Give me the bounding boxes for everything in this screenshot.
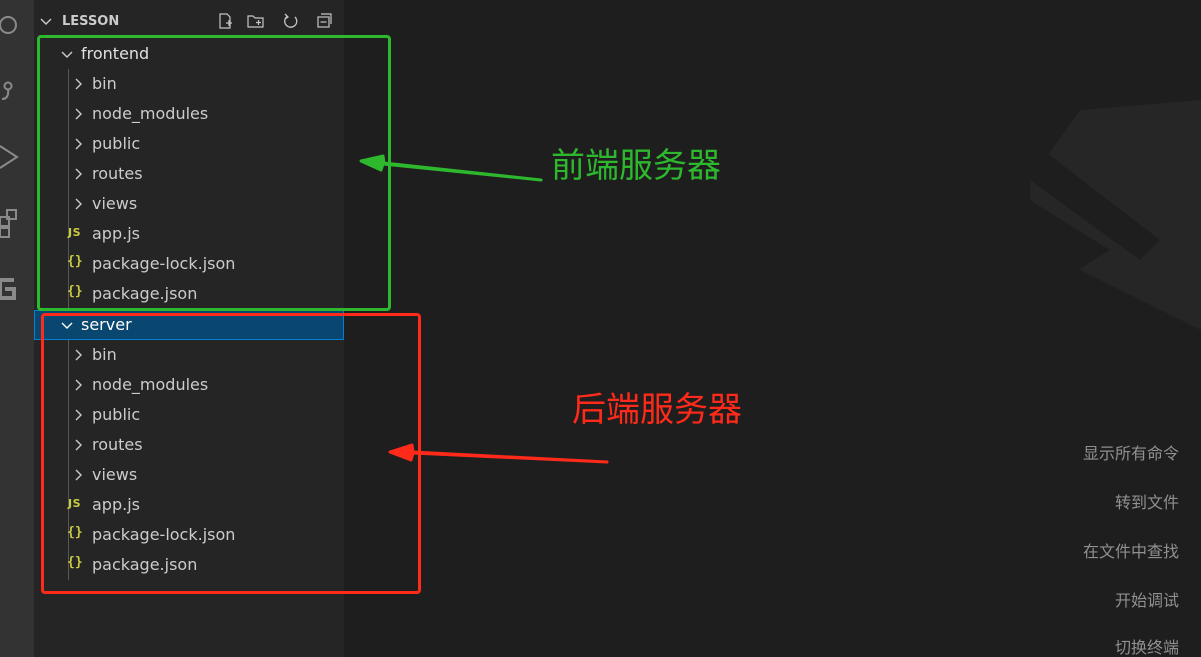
tree-item-label: package.json <box>92 284 198 303</box>
tree-item-label: node_modules <box>92 104 209 123</box>
tree-row-app-js[interactable]: JS app.js <box>34 219 344 249</box>
tree-item-label: bin <box>92 74 117 93</box>
tree-row-views[interactable]: views <box>34 189 344 219</box>
tree-item-label: bin <box>92 345 117 364</box>
tree-item-label: views <box>92 194 138 213</box>
javascript-file-icon: JS <box>68 497 82 510</box>
chevron-down-icon <box>40 18 52 25</box>
frontend-arrow <box>359 154 543 182</box>
tree-item-label: public <box>92 134 141 153</box>
chevron-right-icon <box>75 439 82 451</box>
tree-item-label: package.json <box>92 555 198 574</box>
server-annotation-label: 后端服务器 <box>572 390 742 430</box>
tree-item-label: views <box>92 465 138 484</box>
chevron-down-icon <box>61 322 73 329</box>
collapse-all-icon[interactable] <box>315 13 333 29</box>
chevron-down-icon <box>61 51 73 58</box>
frontend-annotation-label: 前端服务器 <box>551 146 721 186</box>
shortcut-start-debugging: 开始调试 <box>1114 591 1179 610</box>
shortcut-show-all-commands: 显示所有命令 <box>1082 444 1179 463</box>
search-icon[interactable] <box>0 8 34 42</box>
chevron-right-icon <box>75 108 82 120</box>
tree-item-label: package-lock.json <box>92 254 236 273</box>
tree-row-public[interactable]: public <box>34 129 344 159</box>
tree-item-label: app.js <box>92 495 140 514</box>
tree-row-public[interactable]: public <box>34 400 344 430</box>
folder-label: server <box>81 315 132 334</box>
tree-row-package-lock-json[interactable]: {} package-lock.json <box>34 249 344 279</box>
source-control-icon[interactable] <box>0 75 34 109</box>
shortcut-find-in-files: 在文件中查找 <box>1082 542 1179 561</box>
tree-item-label: app.js <box>92 224 140 243</box>
section-title: LESSON <box>62 14 120 29</box>
json-file-icon: {} <box>67 254 83 269</box>
tree-row-bin[interactable]: bin <box>34 340 344 370</box>
tree-item-label: package-lock.json <box>92 525 236 544</box>
javascript-file-icon: JS <box>68 226 82 239</box>
tree-item-label: routes <box>92 164 143 183</box>
tree-row-package-json[interactable]: {} package.json <box>34 550 344 580</box>
tree-row-package-lock-json[interactable]: {} package-lock.json <box>34 520 344 550</box>
server-arrow <box>388 443 609 464</box>
tree-row-views[interactable]: views <box>34 460 344 490</box>
folder-label: frontend <box>81 44 150 63</box>
frontend-highlight-box <box>37 35 391 311</box>
activity-bar <box>0 0 34 657</box>
tree-row-routes[interactable]: routes <box>34 159 344 189</box>
tree-row-app-js[interactable]: JS app.js <box>34 490 344 520</box>
indent-guide <box>68 69 69 309</box>
explorer-sidebar: LESSON frontend bin node_modules public … <box>34 0 344 657</box>
chevron-right-icon <box>75 349 82 361</box>
new-file-icon[interactable] <box>217 13 235 29</box>
chevron-right-icon <box>75 409 82 421</box>
shortcut-toggle-terminal: 切换终端 <box>1114 638 1179 657</box>
tree-row-routes[interactable]: routes <box>34 430 344 460</box>
tree-item-label: public <box>92 405 141 424</box>
run-debug-icon[interactable] <box>0 140 34 174</box>
refresh-icon[interactable] <box>282 13 300 29</box>
indent-guide <box>68 340 69 580</box>
tree-row-bin[interactable]: bin <box>34 69 344 99</box>
shortcut-go-to-file: 转到文件 <box>1114 493 1179 512</box>
chevron-right-icon <box>75 379 82 391</box>
vscode-logo-watermark-icon <box>1030 100 1201 330</box>
extensions-icon[interactable] <box>0 207 34 241</box>
json-file-icon: {} <box>67 555 83 570</box>
json-file-icon: {} <box>67 284 83 299</box>
chevron-right-icon <box>75 469 82 481</box>
tree-row-node-modules[interactable]: node_modules <box>34 370 344 400</box>
tree-row-package-json[interactable]: {} package.json <box>34 279 344 309</box>
explorer-section-header[interactable]: LESSON <box>34 9 344 33</box>
chevron-right-icon <box>75 168 82 180</box>
folder-row-frontend[interactable]: frontend <box>34 39 344 69</box>
tree-row-node-modules[interactable]: node_modules <box>34 99 344 129</box>
new-folder-icon[interactable] <box>247 13 265 29</box>
remote-icon[interactable] <box>0 272 34 306</box>
json-file-icon: {} <box>67 525 83 540</box>
chevron-right-icon <box>75 138 82 150</box>
chevron-right-icon <box>75 198 82 210</box>
chevron-right-icon <box>75 78 82 90</box>
tree-item-label: routes <box>92 435 143 454</box>
tree-item-label: node_modules <box>92 375 209 394</box>
